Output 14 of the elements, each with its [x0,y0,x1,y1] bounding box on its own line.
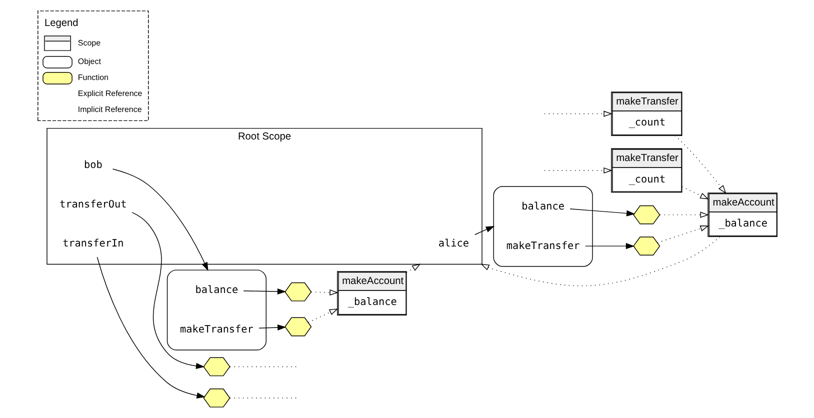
node-text: transferOut [59,199,126,210]
node-text: makeTransfer [180,324,253,336]
legend-label: Scope [77,38,100,48]
legend-label: Function [77,73,108,82]
legend-label: Explicit Reference [77,89,142,98]
node-text: bob [83,160,102,172]
node-text: balance [194,285,238,296]
node-text: transferIn [62,238,124,250]
node-text: alice [438,238,468,250]
legend-label: Implicit Reference [77,105,142,114]
node-text: balance [521,202,564,213]
node-text: makeTransfer [506,240,580,252]
label: Legend [44,18,78,29]
legend-label: Object [77,57,100,66]
